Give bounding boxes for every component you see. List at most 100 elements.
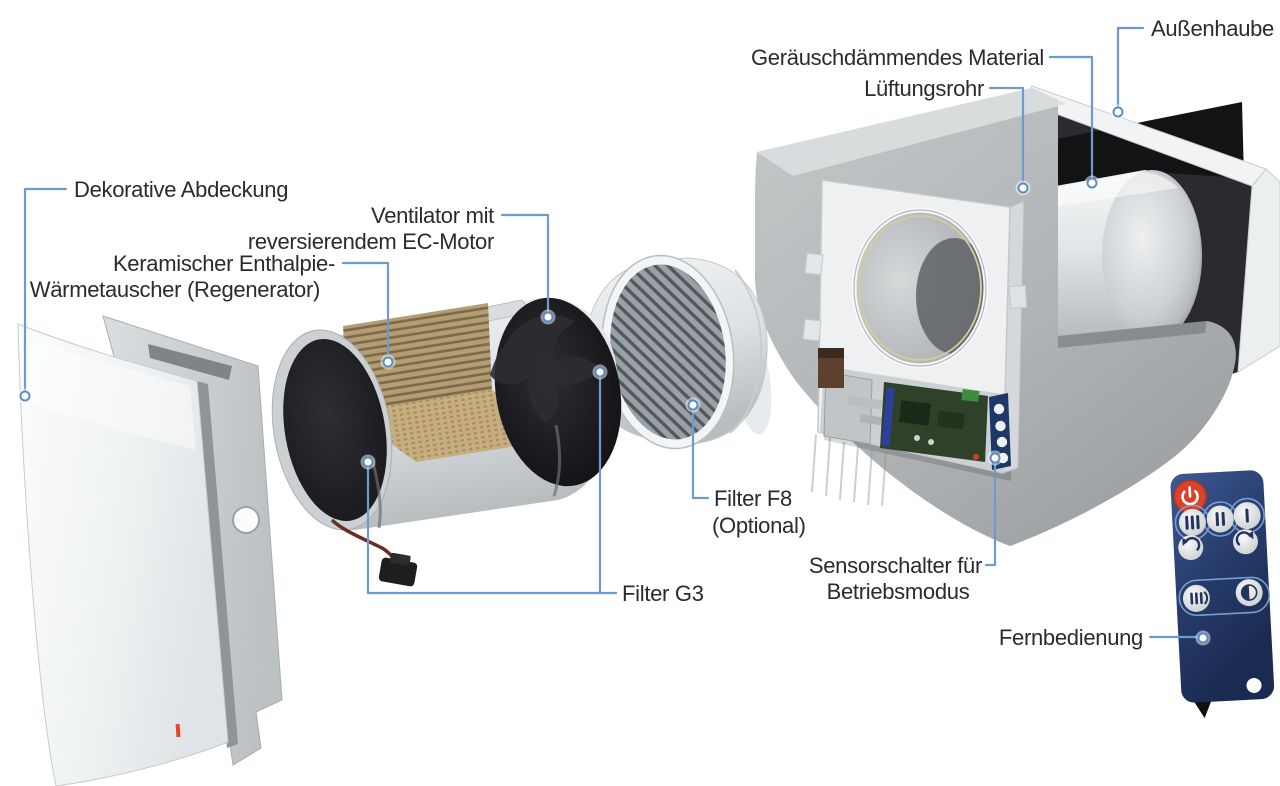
electronics-bay: [818, 348, 1011, 473]
filter-g3-foam: [283, 338, 387, 522]
label-text-line1: Keramischer Enthalpie-: [113, 251, 335, 276]
leader-tip: [542, 311, 554, 323]
rotate-right-button: [1233, 529, 1259, 555]
pcb-chip-2: [937, 410, 965, 430]
label-text-line2: reversierendem EC-Motor: [248, 229, 494, 254]
cover-front-sheen: [24, 335, 196, 450]
label-geraeuschdaemmendes-material: Geräuschdämmendes Material: [751, 45, 1100, 191]
leader-tip-2: [594, 366, 606, 378]
label-text: Außenhaube: [1151, 16, 1274, 41]
leader-tip: [1017, 182, 1029, 194]
label-fernbedienung: Fernbedienung: [999, 625, 1211, 650]
frame-opening-outline: [853, 209, 987, 367]
cover-slot: [148, 344, 232, 380]
filter-f8-media: [610, 264, 726, 440]
label-text: Fernbedienung: [999, 625, 1143, 650]
frame-tab-left-upper: [804, 252, 824, 276]
label-aussenhaube: Außenhaube: [1110, 16, 1274, 120]
speed-1-button: [1233, 502, 1261, 530]
leader-tip: [382, 356, 394, 368]
pcb-terminal-block: [961, 389, 980, 403]
leader-tip: [1112, 106, 1124, 118]
filter-f8-part: [585, 254, 768, 450]
leader-line: [341, 261, 390, 364]
annotations: Geräuschdämmendes Material Lüftungsrohr …: [17, 16, 1274, 650]
leader-tip: [362, 456, 374, 468]
power-icon: [1181, 486, 1199, 506]
cover-front-panel: [17, 323, 229, 786]
leader-line: [1116, 26, 1145, 114]
remote-hole: [1246, 677, 1262, 693]
metal-rail-2: [859, 414, 888, 426]
inner-unit: [802, 179, 1028, 481]
leader-tip: [1086, 177, 1098, 189]
label-ventilator: Ventilator mit reversierendem EC-Motor: [248, 203, 556, 325]
leader-line: [500, 213, 550, 319]
cartridge: [271, 297, 622, 587]
metal-bracket: [823, 371, 873, 445]
dip-dot-3: [996, 436, 1008, 448]
dip-dot-2: [995, 420, 1006, 432]
wall-ledge-shadow: [1058, 321, 1207, 348]
leader-line: [1048, 55, 1094, 185]
night-mode-button: [1235, 579, 1263, 607]
label-text-line1: Ventilator mit: [371, 203, 494, 228]
cover-mount-hole: [232, 506, 260, 534]
frame-tab-right: [1008, 284, 1028, 310]
speed-3-button: [1178, 508, 1206, 536]
sound-damping-material-band: [1022, 102, 1244, 202]
rotate-left-button: [1178, 535, 1204, 561]
ventilation-mode-button: [1182, 584, 1210, 612]
label-text-line1: Filter F8: [714, 486, 792, 511]
pcb-cap-1: [914, 435, 920, 441]
leader-tip: [989, 452, 1001, 464]
mode-buttons-outline: [1178, 576, 1271, 617]
label-text: Filter G3: [622, 581, 704, 606]
hood-right-face: [1237, 168, 1280, 373]
ceramic-exchanger-face: [343, 303, 492, 412]
label-text-line2: Betriebsmodus: [827, 579, 970, 604]
remote-control: [1170, 470, 1275, 719]
wire-connector: [378, 552, 418, 587]
pcb-led-red: [973, 454, 979, 460]
filter-f8-casing-seam: [729, 269, 763, 434]
remote-tip: [1191, 697, 1212, 719]
shell-seam-2: [552, 424, 562, 497]
label-dekorative-abdeckung: Dekorative Abdeckung: [17, 177, 288, 404]
leader-line: [366, 370, 618, 595]
label-text-line1: Sensorschalter für: [809, 553, 982, 578]
leader-tip: [19, 390, 31, 402]
frame-tab-left-lower: [802, 318, 822, 342]
leader-line: [988, 86, 1025, 190]
label-text-line2: (Optional): [712, 513, 806, 538]
label-lueftungsrohr: Lüftungsrohr: [864, 76, 1031, 196]
wall-top-face: [757, 88, 1066, 176]
label-sensorschalter: Sensorschalter für Betriebsmodus: [809, 450, 1003, 604]
decorative-cover: [17, 315, 283, 786]
shell-seam-1: [370, 457, 382, 529]
brand-mark: [175, 723, 181, 738]
label-filter-g3: Filter G3: [360, 364, 704, 606]
cover-gap: [196, 381, 238, 748]
label-text: Geräuschdämmendes Material: [751, 45, 1044, 70]
label-filter-f8: Filter F8 (Optional): [685, 397, 806, 538]
label-waermetauscher: Keramischer Enthalpie- Wärmetauscher (Re…: [30, 251, 396, 370]
fan-impeller: [490, 315, 600, 423]
dip-dot-1: [993, 403, 1005, 415]
label-text: Dekorative Abdeckung: [74, 177, 288, 202]
leader-line: [691, 403, 710, 500]
leader-tip: [687, 399, 699, 411]
capacitor-blue: [881, 387, 895, 447]
label-text-line2: Wärmetauscher (Regenerator): [30, 277, 320, 302]
duct-tube-dome-end: [1102, 170, 1202, 342]
speed-2-button: [1206, 505, 1234, 533]
leader-line: [23, 187, 68, 398]
connector-brown-top: [818, 348, 844, 358]
metal-rail-1: [847, 395, 883, 410]
leader-tip: [1197, 632, 1209, 644]
pcb-cap-2: [928, 439, 934, 445]
label-text: Lüftungsrohr: [864, 76, 984, 101]
wall-formwork-ribs: [811, 433, 887, 507]
